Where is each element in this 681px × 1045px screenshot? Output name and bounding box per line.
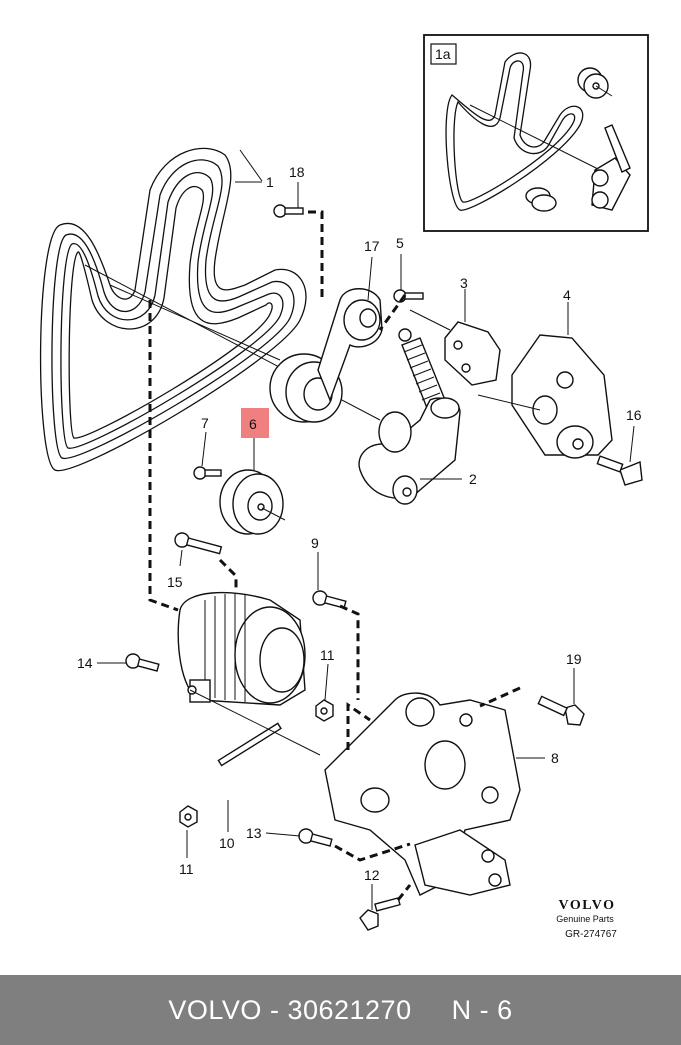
bolt-9 (312, 590, 347, 609)
callouts: 1 2 3 4 5 6 7 8 9 10 11 11 12 13 14 15 1… (77, 164, 642, 883)
highlight-box (241, 408, 269, 438)
footer-dash: - (269, 994, 280, 1025)
bolt-7 (193, 466, 222, 480)
bolt-18 (273, 204, 304, 218)
parts-diagram: 1a (39, 34, 649, 940)
callout-11-upper: 11 (320, 647, 335, 663)
footer-part-number: 30621270 (287, 994, 412, 1025)
nut-11-lower (179, 805, 198, 828)
bolt-13 (298, 828, 333, 847)
footer-position: N - 6 (451, 994, 513, 1025)
bolt-5 (393, 289, 424, 303)
bolt-14 (125, 653, 160, 672)
alternator (177, 591, 321, 756)
callout-7: 7 (201, 415, 209, 431)
bolts (125, 204, 643, 931)
fitting-lines (148, 210, 521, 901)
drive-belt (39, 147, 381, 472)
bolt-19 (537, 695, 585, 726)
callout-6: 6 (249, 416, 257, 432)
callout-12: 12 (364, 867, 380, 883)
callout-5: 5 (396, 235, 404, 251)
part-footer: VOLVO - 30621270 N - 6 (0, 975, 681, 1045)
bolt-12 (359, 897, 401, 931)
callout-19: 19 (566, 651, 582, 667)
callout-13: 13 (246, 825, 262, 841)
diagram-reference: GR-274767 (565, 929, 617, 940)
callout-15: 15 (167, 574, 183, 590)
callout-8: 8 (551, 750, 559, 766)
callout-4: 4 (563, 287, 571, 303)
brand-block: VOLVO Genuine Parts GR-274767 (556, 898, 617, 940)
callout-9: 9 (311, 535, 319, 551)
leader-lines (97, 181, 635, 910)
genuine-parts-text: Genuine Parts (556, 914, 614, 924)
callout-18: 18 (289, 164, 305, 180)
callout-14: 14 (77, 655, 93, 671)
callout-16: 16 (626, 407, 642, 423)
bolt-15 (174, 532, 223, 555)
callout-1: 1 (266, 174, 274, 190)
callout-3: 3 (460, 275, 468, 291)
alternator-bracket (324, 692, 521, 896)
callout-11-lower: 11 (179, 861, 194, 877)
inset-label: 1a (435, 46, 451, 62)
callout-10: 10 (219, 835, 235, 851)
tensioner-assembly (269, 288, 461, 505)
footer-brand: VOLVO (168, 994, 262, 1025)
brackets (409, 309, 613, 459)
callout-17: 17 (364, 238, 380, 254)
bolt-16 (596, 455, 643, 486)
stud-10 (217, 722, 282, 767)
volvo-logo: VOLVO (559, 898, 616, 913)
callout-2: 2 (469, 471, 477, 487)
idler-pulley (219, 469, 286, 535)
inset-1a: 1a (423, 34, 649, 232)
nut-11-upper (315, 699, 334, 722)
